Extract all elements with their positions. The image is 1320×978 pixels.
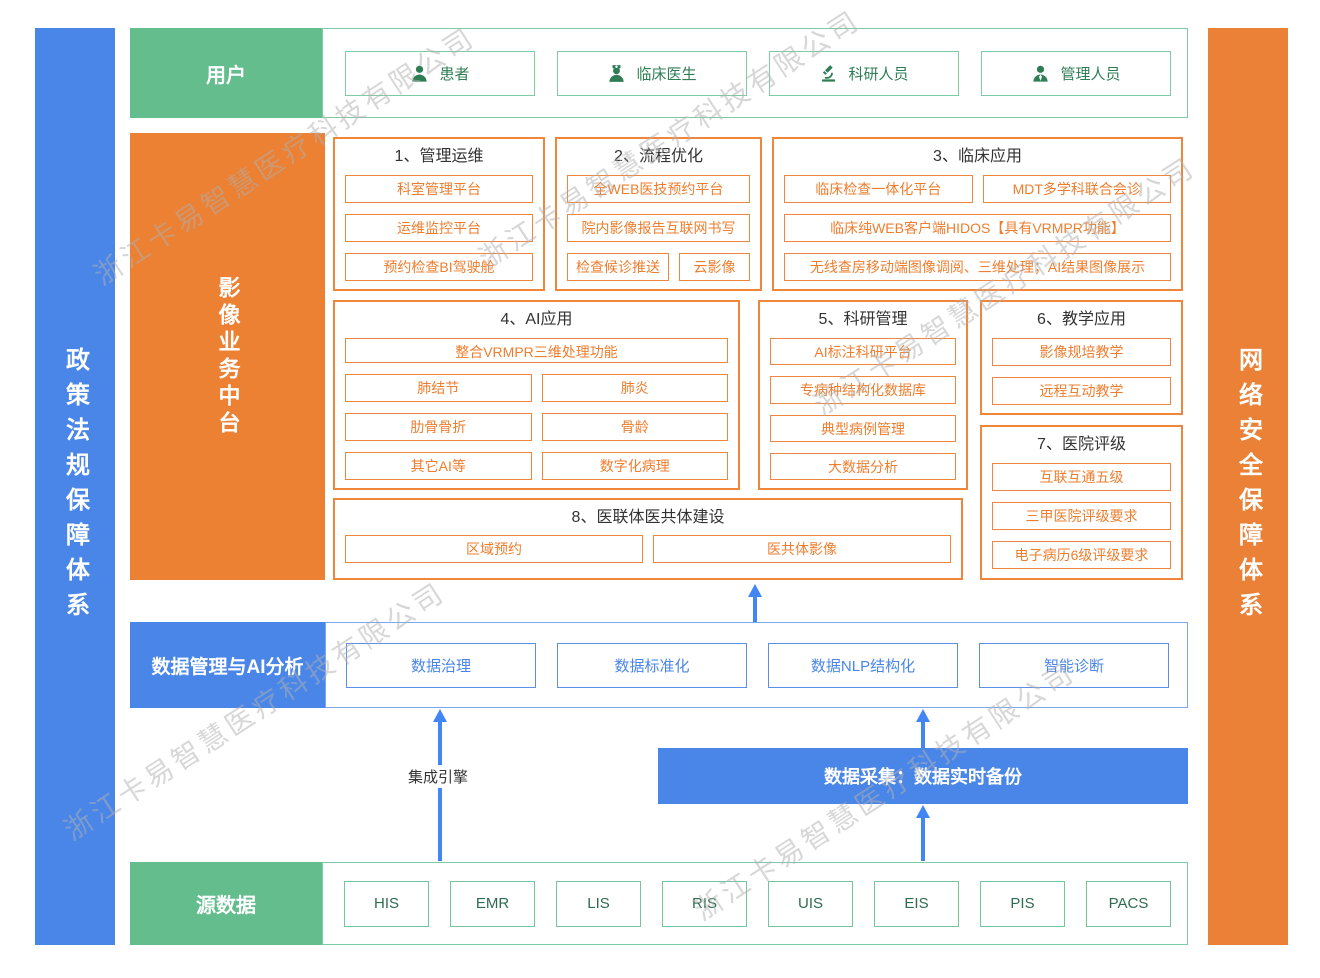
diagram-node: 运维监控平台 xyxy=(345,214,533,242)
arrow-up-from-collect xyxy=(915,709,931,748)
network-security-bar: 网络安全保障体系 xyxy=(1208,28,1288,945)
section-title: 2、流程优化 xyxy=(614,148,703,165)
diagram-node: 影像规培教学 xyxy=(992,338,1171,366)
data-mgmt-row-container: 数据治理 数据标准化 数据NLP结构化 智能诊断 xyxy=(325,622,1188,708)
user-item-label: 管理人员 xyxy=(1060,65,1121,83)
arrow-up-to-collect xyxy=(915,805,931,861)
imaging-platform-label: 影像业务中台 xyxy=(215,275,241,438)
diagram-node: 数据标准化 xyxy=(557,642,747,688)
section-management-ops: 1、管理运维 科室管理平台 运维监控平台 预约检查BI驾驶舱 xyxy=(333,137,545,291)
users-row-container: 患者 临床医生 科研人员 管理人员 xyxy=(322,28,1188,118)
diagram-node: 医共体影像 xyxy=(653,535,951,563)
diagram-node: EMR xyxy=(450,880,535,927)
patient-icon xyxy=(412,65,428,82)
diagram-node: 远程互动教学 xyxy=(992,377,1171,405)
diagram-node: PIS xyxy=(980,880,1065,927)
user-item-label: 临床医生 xyxy=(636,65,697,83)
diagram-node: 整合VRMPR三维处理功能 xyxy=(345,338,728,363)
imaging-platform-bar: 影像业务中台 xyxy=(130,133,325,580)
diagram-node: 数据治理 xyxy=(346,642,536,688)
diagram-node: 专病种结构化数据库 xyxy=(770,376,956,404)
user-item-label: 科研人员 xyxy=(848,65,909,83)
diagram-node: 临床纯WEB客户端HIDOS【具有VRMPR功能】 xyxy=(784,214,1171,242)
diagram-node: 肋骨骨折 xyxy=(345,413,532,441)
section-title: 1、管理运维 xyxy=(394,148,484,165)
section-title: 5、科研管理 xyxy=(818,311,908,328)
section-medical-alliance: 8、医联体医共体建设 区域预约 医共体影像 xyxy=(333,498,963,580)
diagram-node: 科室管理平台 xyxy=(345,175,533,203)
user-item-label: 患者 xyxy=(439,65,470,83)
diagram-node: 区域预约 xyxy=(345,535,643,563)
data-mgmt-row-label: 数据管理与AI分析 xyxy=(130,622,325,708)
diagram-node: 全WEB医技预约平台 xyxy=(567,175,750,203)
section-teaching-application: 6、教学应用 影像规培教学 远程互动教学 xyxy=(980,300,1183,415)
diagram-node: 数据NLP结构化 xyxy=(768,642,958,688)
source-data-row-container: HIS EMR LIS RIS UIS EIS PIS PACS xyxy=(322,862,1188,945)
diagram-node: 其它AI等 xyxy=(345,452,532,480)
diagram-node: 无线查房移动端图像调阅、三维处理；AI结果图像展示 xyxy=(784,253,1171,281)
arrow-up-platform xyxy=(747,584,763,622)
section-title: 7、医院评级 xyxy=(1037,436,1126,453)
diagram-node: 三甲医院评级要求 xyxy=(992,502,1171,530)
data-collect-bar: 数据采集：数据实时备份 xyxy=(658,748,1188,804)
section-clinical-application: 3、临床应用 临床检查一体化平台 MDT多学科联合会诊 临床纯WEB客户端HID… xyxy=(772,137,1183,291)
user-item-manager: 管理人员 xyxy=(981,50,1171,96)
diagram-node: 肺炎 xyxy=(541,374,728,402)
network-security-label: 网络安全保障体系 xyxy=(1234,346,1262,627)
diagram-node: 预约检查BI驾驶舱 xyxy=(345,253,533,281)
diagram-node: MDT多学科联合会诊 xyxy=(982,175,1171,203)
source-data-row-label: 源数据 xyxy=(130,862,322,945)
diagram-node: 智能诊断 xyxy=(979,642,1169,688)
diagram-node: PACS xyxy=(1086,880,1171,927)
diagram-node: 大数据分析 xyxy=(770,452,956,480)
diagram-node: 院内影像报告互联网书写 xyxy=(567,214,750,242)
section-process-optimization: 2、流程优化 全WEB医技预约平台 院内影像报告互联网书写 检查候诊推送 云影像 xyxy=(555,137,762,291)
diagram-node: EIS xyxy=(874,880,959,927)
section-ai-application: 4、AI应用 整合VRMPR三维处理功能 肺结节 肺炎 肋骨骨折 骨龄 其它AI… xyxy=(333,300,740,490)
diagram-node: LIS xyxy=(556,880,641,927)
users-row-label: 用户 xyxy=(130,28,322,118)
diagram-node: 检查候诊推送 xyxy=(567,253,670,281)
diagram-node: 肺结节 xyxy=(345,374,532,402)
section-hospital-rating: 7、医院评级 互联互通五级 三甲医院评级要求 电子病历6级评级要求 xyxy=(980,425,1183,580)
diagram-node: 电子病历6级评级要求 xyxy=(992,541,1171,569)
diagram-node: UIS xyxy=(768,880,853,927)
diagram-node: AI标注科研平台 xyxy=(770,338,956,366)
policy-regulation-label: 政策法规保障体系 xyxy=(61,346,89,627)
diagram-node: 数字化病理 xyxy=(541,452,728,480)
user-item-researcher: 科研人员 xyxy=(769,50,959,96)
user-item-clinician: 临床医生 xyxy=(557,50,747,96)
diagram-node: 互联互通五级 xyxy=(992,463,1171,491)
section-research-management: 5、科研管理 AI标注科研平台 专病种结构化数据库 典型病例管理 大数据分析 xyxy=(758,300,968,490)
section-title: 3、临床应用 xyxy=(933,148,1022,165)
section-title: 4、AI应用 xyxy=(500,311,573,328)
section-title: 6、教学应用 xyxy=(1037,311,1126,328)
microscope-icon xyxy=(822,64,836,82)
arrow-up-integration-engine xyxy=(432,709,448,861)
integration-engine-label: 集成引擎 xyxy=(404,765,473,788)
policy-regulation-bar: 政策法规保障体系 xyxy=(35,28,115,945)
diagram-node: 典型病例管理 xyxy=(770,414,956,442)
manager-icon xyxy=(1033,65,1049,82)
section-title: 8、医联体医共体建设 xyxy=(571,509,725,526)
user-item-patient: 患者 xyxy=(345,50,535,96)
diagram-node: RIS xyxy=(662,880,747,927)
diagram-node: 云影像 xyxy=(679,253,750,281)
diagram-node: 临床检查一体化平台 xyxy=(784,175,973,203)
diagram-node: HIS xyxy=(344,880,429,927)
diagram-node: 骨龄 xyxy=(541,413,728,441)
doctor-icon xyxy=(609,64,625,82)
